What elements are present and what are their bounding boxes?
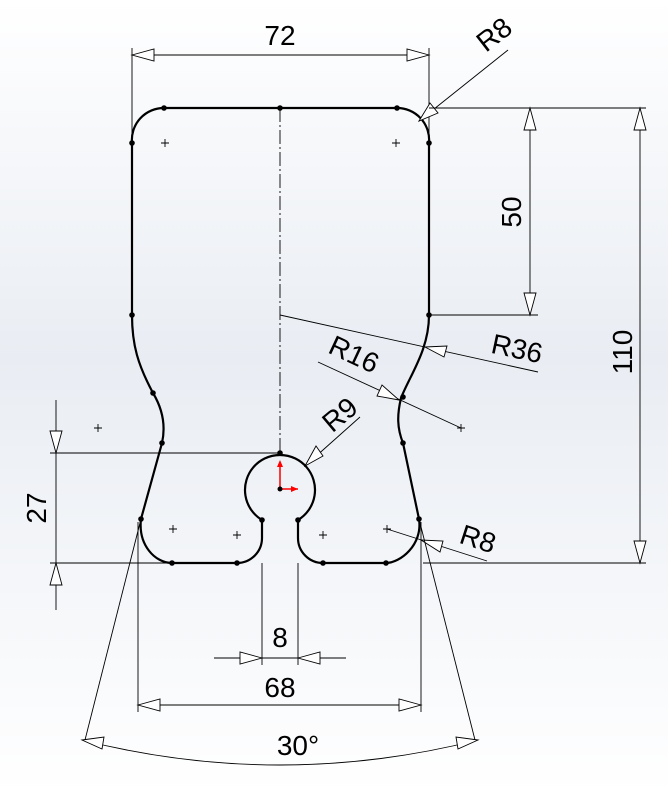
dimension-base-width-label: 68: [264, 672, 295, 703]
dimension-upper-height-label: 50: [496, 196, 527, 227]
dimension-taper-angle[interactable]: 30°: [80, 518, 480, 766]
dimension-slot-height[interactable]: 27: [21, 400, 280, 610]
dimension-keyhole-radius[interactable]: R9: [303, 391, 364, 468]
dimension-slot-width-label: 8: [272, 622, 288, 653]
dimension-base-width[interactable]: 68: [136, 522, 423, 712]
dimension-taper-angle-label: 30°: [277, 730, 319, 761]
dimension-top-corner-radius[interactable]: R8: [417, 11, 518, 122]
dimension-overall-height-label: 110: [607, 330, 638, 375]
dimension-slot-height-label: 27: [21, 492, 52, 523]
origin-icon: [277, 460, 298, 492]
dimension-waist-radius-outer[interactable]: R36: [279, 314, 545, 373]
dimension-top-corner-radius-label: R8: [471, 11, 518, 57]
dimension-keyhole-radius-label: R9: [316, 391, 363, 438]
dimension-upper-height[interactable]: 50: [429, 106, 538, 317]
dimension-top-width[interactable]: 72: [130, 20, 431, 140]
dimension-waist-radius-inner-label: R16: [324, 329, 384, 379]
dimension-overall-height[interactable]: 110: [423, 106, 647, 565]
dimension-top-width-label: 72: [264, 20, 295, 51]
sketch-points: [129, 105, 432, 566]
dimension-slot-width[interactable]: 8: [214, 563, 346, 665]
part-profile[interactable]: [130, 106, 431, 565]
